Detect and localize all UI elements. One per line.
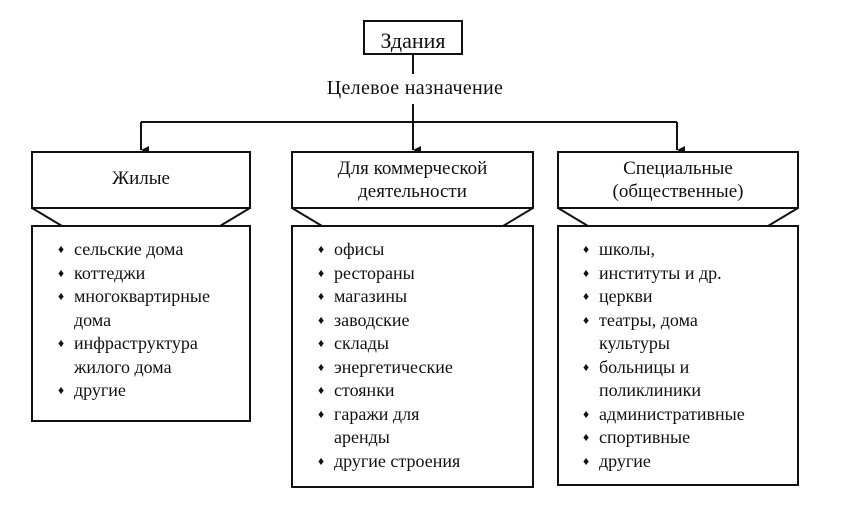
bullet-icon: ♦ — [318, 453, 325, 468]
list-item: ♦театры, дома культуры — [583, 309, 698, 354]
edge-label: Целевое назначение — [326, 77, 504, 99]
bullet-icon: ♦ — [58, 289, 65, 303]
bullet-icon: ♦ — [583, 312, 590, 327]
list-item: ♦спортивные — [583, 426, 795, 450]
list-item: ♦другие — [58, 379, 248, 403]
list-item: ♦другие — [583, 450, 795, 474]
bullet-icon: ♦ — [318, 242, 325, 256]
bullet-icon: ♦ — [318, 359, 325, 374]
list-item: ♦заводские — [318, 309, 530, 333]
list-item: ♦сельские дома — [58, 238, 248, 262]
bullet-icon: ♦ — [583, 289, 590, 303]
bullet-icon: ♦ — [318, 265, 325, 280]
bullet-icon: ♦ — [318, 406, 325, 421]
category-title-special: Специальные (общественные) — [558, 157, 798, 203]
list-item: ♦стоянки — [318, 379, 530, 403]
category-body-outline-special — [557, 207, 799, 486]
bullet-icon: ♦ — [583, 406, 590, 421]
list-item: ♦другие строения — [318, 450, 530, 474]
bullet-icon: ♦ — [58, 265, 65, 280]
list-item: ♦церкви — [583, 285, 795, 309]
bullet-icon: ♦ — [318, 312, 325, 327]
category-title-commercial: Для коммерческой деятельности — [292, 157, 533, 203]
bullet-icon: ♦ — [583, 265, 590, 280]
category-body-outline-zhilye — [31, 207, 251, 422]
list-item: ♦многоквартирные дома — [58, 286, 210, 330]
category-header-box-special — [557, 151, 799, 209]
category-title-line: Специальные — [623, 158, 733, 179]
bullet-icon: ♦ — [58, 336, 65, 350]
category-title-zhilye: Жилые — [32, 167, 250, 190]
bullet-icon: ♦ — [58, 383, 65, 397]
bullet-icon: ♦ — [583, 242, 590, 256]
bullet-icon: ♦ — [583, 359, 590, 374]
category-title-line: Жилые — [112, 168, 170, 189]
bullet-icon: ♦ — [583, 453, 590, 468]
category-title-line: деятельности — [358, 181, 467, 202]
list-item: ♦магазины — [318, 285, 530, 309]
bullet-icon: ♦ — [318, 336, 325, 350]
bullet-icon: ♦ — [318, 383, 325, 397]
list-item: ♦инфраструктура жилого дома — [58, 333, 198, 377]
list-item: ♦офисы — [318, 238, 530, 262]
category-title-line: (общественные) — [612, 181, 744, 202]
category-list-special: ♦школы, ♦институты и др. ♦церкви ♦театры… — [583, 238, 795, 473]
list-item: ♦коттеджи — [58, 262, 248, 286]
list-item: ♦склады — [318, 332, 530, 356]
category-title-line: Для коммерческой — [337, 158, 488, 179]
root-label: Здания — [380, 28, 446, 53]
list-item: ♦гаражи для аренды — [318, 403, 420, 448]
bullet-icon: ♦ — [58, 242, 65, 256]
category-header-box-zhilye — [31, 151, 251, 209]
list-item: ♦энергетические — [318, 356, 530, 380]
category-list-commercial: ♦офисы ♦рестораны ♦магазины ♦заводские ♦… — [318, 238, 530, 473]
list-item: ♦школы, — [583, 238, 795, 262]
category-list-zhilye: ♦сельские дома ♦коттеджи ♦многоквартирны… — [58, 238, 248, 403]
list-item: ♦больницы и поликлиники — [583, 356, 702, 401]
category-header-box-commercial — [291, 151, 534, 209]
category-body-outline-commercial — [291, 207, 534, 488]
list-item: ♦институты и др. — [583, 262, 795, 286]
list-item: ♦рестораны — [318, 262, 530, 286]
list-item: ♦административные — [583, 403, 795, 427]
bullet-icon: ♦ — [318, 289, 325, 303]
bullet-icon: ♦ — [583, 430, 590, 444]
